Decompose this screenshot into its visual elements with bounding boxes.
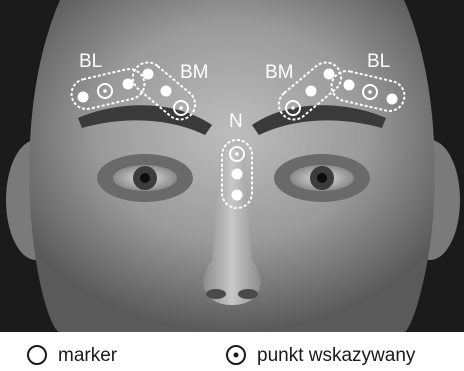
marker-center-dot bbox=[103, 89, 107, 93]
legend-indicated-point-label: punkt wskazywany bbox=[257, 345, 416, 366]
marker bbox=[123, 79, 133, 89]
label-bm-left: BM bbox=[180, 62, 209, 83]
marker-center-dot bbox=[291, 106, 295, 110]
legend: marker punkt wskazywany bbox=[28, 345, 416, 366]
label-n: N bbox=[229, 111, 243, 132]
left-pupil bbox=[140, 173, 150, 183]
face-photo bbox=[0, 0, 464, 332]
legend-marker-symbol bbox=[28, 346, 46, 364]
marker bbox=[387, 94, 397, 104]
marker-center-dot bbox=[179, 106, 183, 110]
marker bbox=[324, 69, 334, 79]
legend-indicated-point-dot bbox=[234, 353, 239, 358]
nostril-left bbox=[206, 289, 226, 299]
marker-center-dot bbox=[235, 152, 239, 156]
label-bl-left: BL bbox=[79, 51, 102, 72]
label-bl-right: BL bbox=[367, 51, 390, 72]
marker-center-dot bbox=[368, 90, 372, 94]
label-bm-right: BM bbox=[265, 62, 294, 83]
marker bbox=[161, 86, 171, 96]
marker bbox=[143, 69, 153, 79]
marker bbox=[232, 190, 242, 200]
marker bbox=[306, 86, 316, 96]
marker bbox=[232, 169, 242, 179]
right-pupil bbox=[317, 173, 327, 183]
marker bbox=[78, 92, 88, 102]
nostril-right bbox=[238, 289, 258, 299]
legend-marker-label: marker bbox=[58, 345, 118, 366]
marker bbox=[344, 80, 354, 90]
